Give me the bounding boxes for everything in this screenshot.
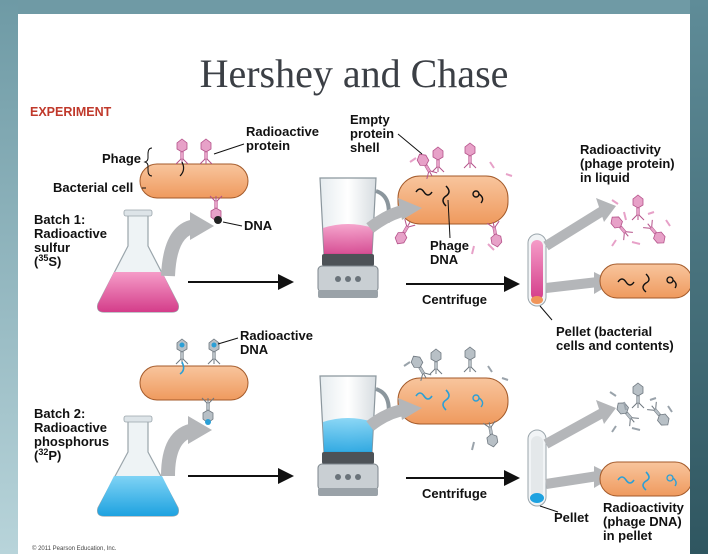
empty-shell-label-1: Empty [350, 112, 391, 127]
slide: Hershey and Chase [18, 14, 690, 554]
empty-shell-label-2: protein [350, 126, 394, 141]
background-right [690, 0, 708, 554]
batch2-label-1: Batch 2: [34, 406, 85, 421]
phage-label: Phage [102, 151, 141, 166]
free-protein-shells-gray [610, 383, 672, 432]
sheared-cell-row2 [398, 347, 508, 450]
batch1-label-1: Batch 1: [34, 212, 85, 227]
radioactive-dna-label-1: Radioactive [240, 328, 313, 343]
bacterial-cell-label: Bacterial cell [53, 180, 133, 195]
blender-pink [318, 178, 389, 298]
pellet-bacterial-label-1: Pellet (bacterial [556, 324, 652, 339]
centrifuge-label-2: Centrifuge [422, 486, 487, 501]
pellet-cell-row2 [600, 462, 690, 496]
batch1-label-2: Radioactive [34, 226, 107, 241]
phage-icon [176, 139, 188, 164]
phage-dna-label-1: Phage [430, 238, 469, 253]
phage-dna-label-2: DNA [430, 252, 459, 267]
radioactivity-liquid-label-1: Radioactivity [580, 142, 662, 157]
copyright-text: © 2011 Pearson Education, Inc. [32, 545, 117, 552]
dna-label: DNA [244, 218, 273, 233]
free-protein-shells [608, 195, 670, 247]
experiment-diagram: EXPERIMENT Phage Radioactive protein Bac… [18, 14, 690, 554]
radioactivity-liquid-label-2: (phage protein) [580, 156, 675, 171]
pellet-cell-row1 [600, 264, 690, 298]
test-tube-blue [528, 430, 546, 506]
bacterial-cell-row1 [140, 139, 248, 224]
batch1-isotope: (35S) [34, 253, 61, 269]
batch2-label-2: Radioactive [34, 420, 107, 435]
radioactivity-liquid-label-3: in liquid [580, 170, 630, 185]
radioactivity-pellet-label-3: in pellet [603, 528, 653, 543]
empty-shell-label-3: shell [350, 140, 380, 155]
pellet-bacterial-label-2: cells and contents) [556, 338, 674, 353]
radioactive-dna-label-2: DNA [240, 342, 269, 357]
experiment-header: EXPERIMENT [30, 105, 112, 119]
background-top [0, 0, 708, 14]
radioactive-protein-label-1: Radioactive [246, 124, 319, 139]
bacterial-cell-row2 [140, 339, 248, 425]
radioactive-protein-label-2: protein [246, 138, 290, 153]
radioactivity-pellet-label-1: Radioactivity [603, 500, 685, 515]
test-tube-pink [528, 234, 546, 306]
phage-icon [200, 139, 212, 164]
batch2-isotope: (32P) [34, 447, 61, 463]
pellet-label: Pellet [554, 510, 589, 525]
blender-blue [318, 376, 389, 496]
background-left [0, 0, 18, 554]
centrifuge-label-1: Centrifuge [422, 292, 487, 307]
radioactivity-pellet-label-2: (phage DNA) [603, 514, 682, 529]
